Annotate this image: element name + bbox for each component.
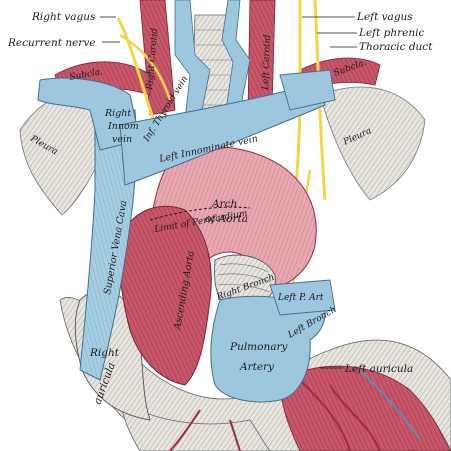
label-left-vagus: Left vagus [356,11,413,23]
left-pulmonary-artery [269,279,336,316]
label-right-innom-vein-1: Right [104,108,131,119]
left-jugular-junction [279,69,336,111]
label-thoracic-duct: Thoracic duct [359,41,433,53]
pleura-left-side [319,86,426,201]
label-right-innom-vein-3: vein [112,134,132,145]
label-arch-of-aorta-2: of Aorta [205,213,248,225]
label-arch-of-aorta-1: Arch [211,198,237,210]
label-pulmonary-artery-2: Artery [239,361,275,373]
limit-of-pericardium-line [149,206,251,221]
label-left-auricula: Left auricula [344,363,413,375]
recurrent-nerve [119,33,172,101]
label-left-p-art: Left P. Art [277,293,324,303]
superior-vena-cava [79,109,137,381]
label-recurrent-nerve: Recurrent nerve [7,37,95,49]
right-ventricle [119,399,271,451]
label-right-vagus: Right vagus [31,11,96,23]
left-ventricle [279,365,451,451]
left-innominate-vein [119,84,326,186]
label-pulmonary-artery-1: Pulmonary [229,341,289,353]
coronary-vessel-blue [359,369,421,441]
label-right-innom-vein-2: Innom [107,121,139,132]
coronary-vessel [169,379,381,451]
label-right-auricula-1: Right [89,347,120,359]
label-left-phrenic: Left phrenic [358,27,424,39]
ascending-aorta [119,205,212,386]
label-left-carotid: Left Carotid [261,34,273,91]
